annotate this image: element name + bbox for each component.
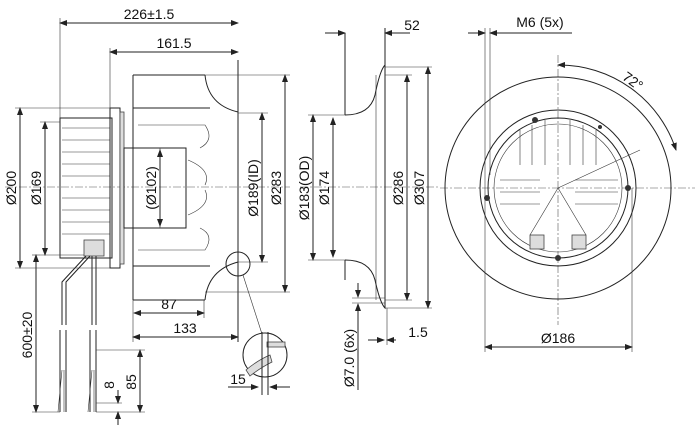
dim-bolt-circle: Ø186: [541, 330, 575, 346]
inlet-ring-view: 52 Ø183(OD) Ø174 Ø286 Ø307 1.5 Ø7.0 (6x: [296, 17, 440, 390]
inlet-ring: [344, 63, 386, 310]
dim-strip-8: 8: [101, 381, 117, 389]
dim-hub-dia: (Ø102): [143, 166, 159, 210]
dim-housing-length: 161.5: [156, 35, 191, 51]
dim-ring-inner-dia: Ø174: [316, 171, 332, 205]
dim-ring-thickness: 1.5: [408, 324, 428, 340]
dim-detail-15: 15: [230, 371, 246, 387]
dim-cable-length: 600±20: [19, 311, 35, 358]
angle-label: 72°: [620, 68, 647, 93]
front-view: 72° M6 (5x) Ø186: [440, 14, 695, 352]
dim-hole-dia: Ø7.0 (6x): [341, 329, 357, 387]
dim-inlet-id: Ø189(ID): [245, 159, 261, 217]
cable-gland: [529, 234, 545, 250]
thread-label: M6 (5x): [516, 14, 563, 30]
detail-marker: [225, 251, 251, 277]
dim-depth-133: 133: [173, 320, 197, 336]
impeller: [132, 60, 239, 342]
dimensions: 52 Ø183(OD) Ø174 Ø286 Ø307 1.5 Ø7.0 (6x: [296, 17, 432, 390]
dimensions: 226±1.5 161.5 Ø200 Ø169 (Ø102) Ø189(ID) …: [3, 6, 290, 425]
dim-ring-outer-dia: Ø183(OD): [296, 156, 312, 221]
hub: [123, 147, 187, 229]
dim-ring-width: 52: [404, 17, 420, 33]
dim-flange-dia: Ø286: [390, 171, 406, 205]
dim-flange-outer-dia: Ø307: [411, 171, 427, 205]
dim-overall-length: 226±1.5: [124, 6, 175, 22]
cables: [57, 239, 105, 413]
detail-magnified: [242, 332, 288, 395]
dim-motor-inner-dia: Ø169: [28, 171, 44, 205]
dim-depth-87: 87: [161, 296, 177, 312]
dim-motor-dia: Ø200: [3, 171, 19, 205]
mounting-holes: [484, 117, 631, 261]
dim-strip-85: 85: [123, 374, 139, 390]
cable-gland: [571, 234, 587, 250]
side-view: 226±1.5 161.5 Ø200 Ø169 (Ø102) Ø189(ID) …: [3, 6, 290, 425]
dim-impeller-dia: Ø283: [268, 171, 284, 205]
